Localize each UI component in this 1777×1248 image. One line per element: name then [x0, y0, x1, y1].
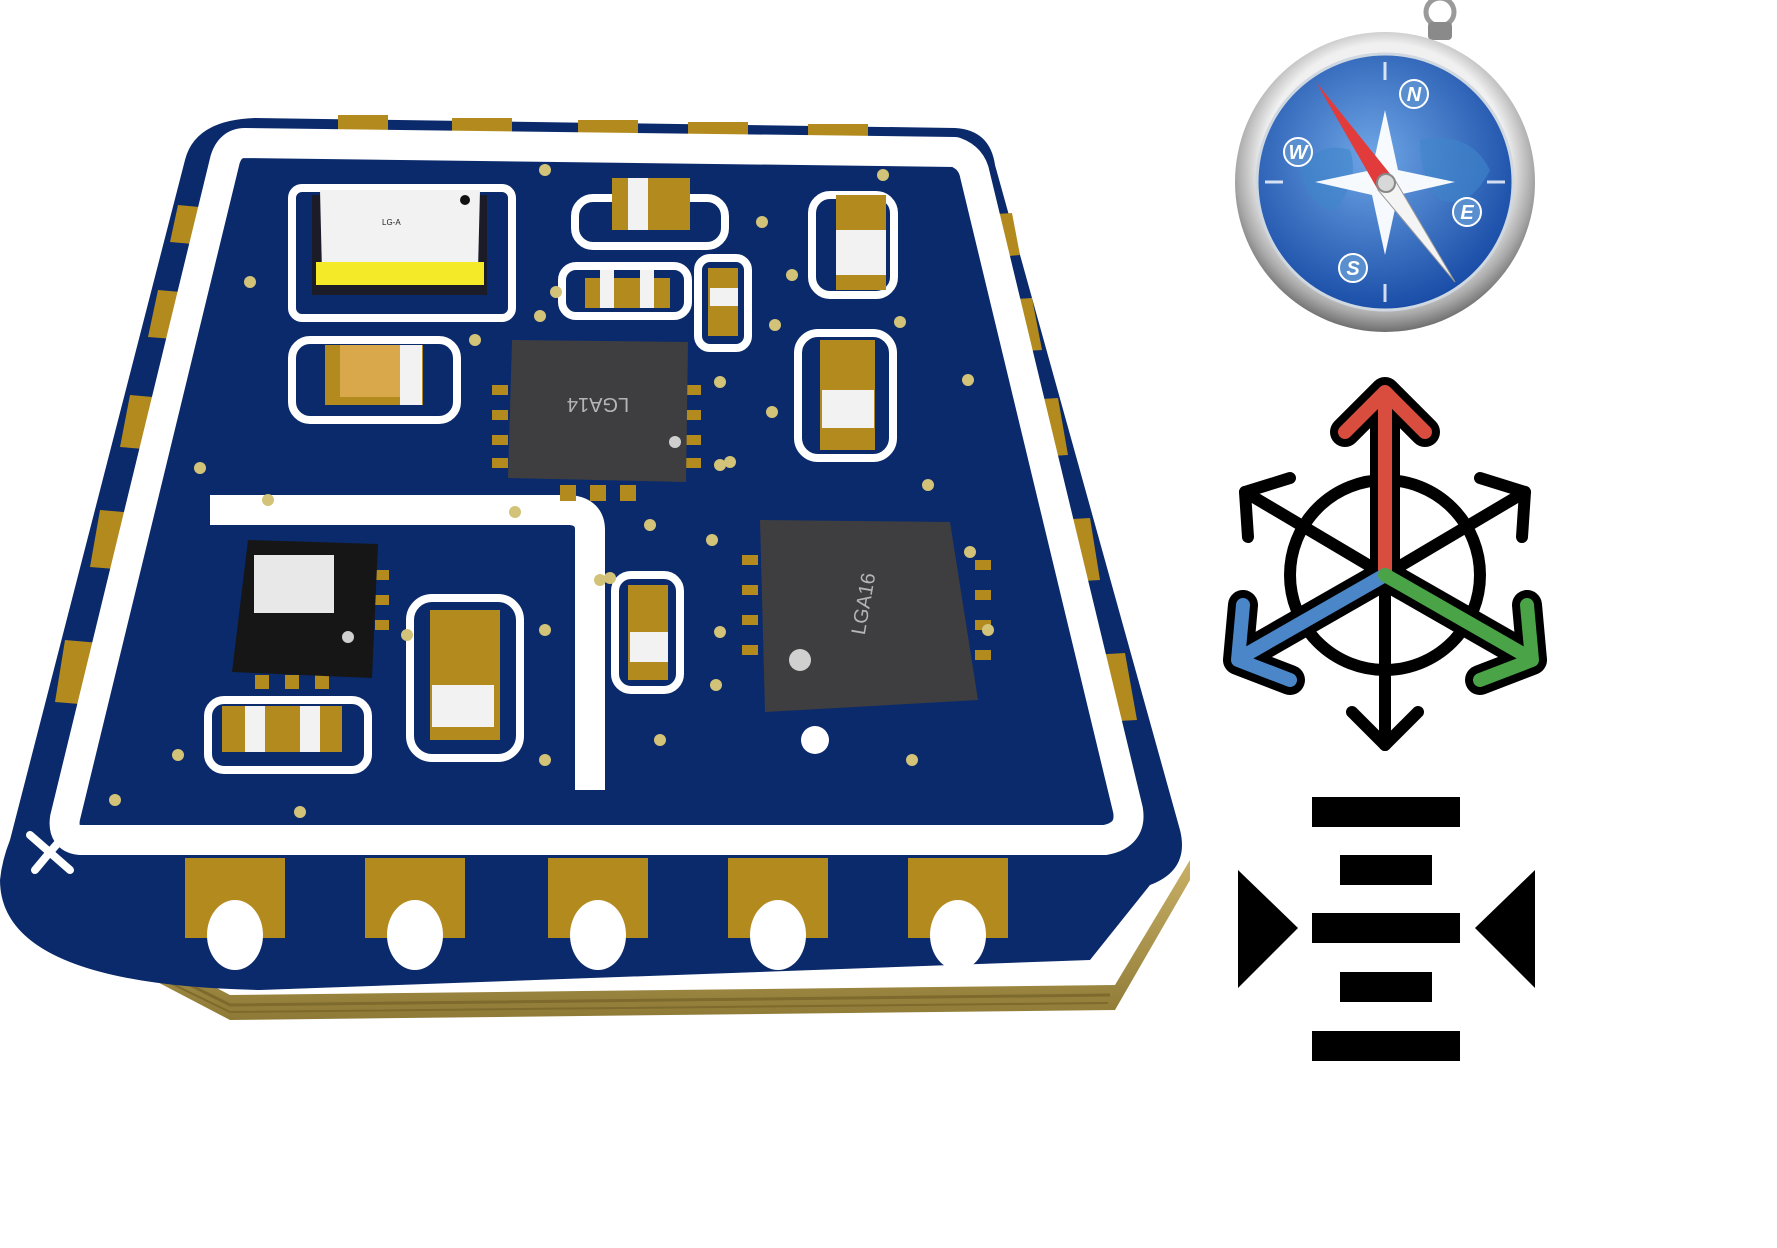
- safari-compass-icon: N E S W: [1235, 0, 1535, 332]
- pcb-module: LG-A: [0, 115, 1190, 1020]
- capacitors: [222, 178, 886, 752]
- vias: [109, 164, 994, 818]
- lga14-label: LGA14: [567, 393, 629, 415]
- oscillator-component: LG-A: [312, 190, 487, 295]
- pin1-marker: [26, 831, 74, 874]
- lga14-chip: LGA14: [492, 340, 701, 501]
- pads-bottom-edge: [185, 858, 1008, 970]
- align-center-icon: [1238, 797, 1535, 1061]
- 3d-axes-icon: [1223, 377, 1547, 751]
- compass-east-label: E: [1460, 202, 1474, 224]
- silkscreen-outline: [49, 128, 1144, 855]
- compass-north-label: N: [1407, 84, 1422, 106]
- sensor-component: [232, 540, 389, 689]
- oscillator-marking: LG-A: [382, 218, 401, 227]
- lga16-chip: LGA16: [742, 520, 991, 754]
- compass-west-label: W: [1289, 142, 1310, 164]
- compass-south-label: S: [1346, 258, 1360, 280]
